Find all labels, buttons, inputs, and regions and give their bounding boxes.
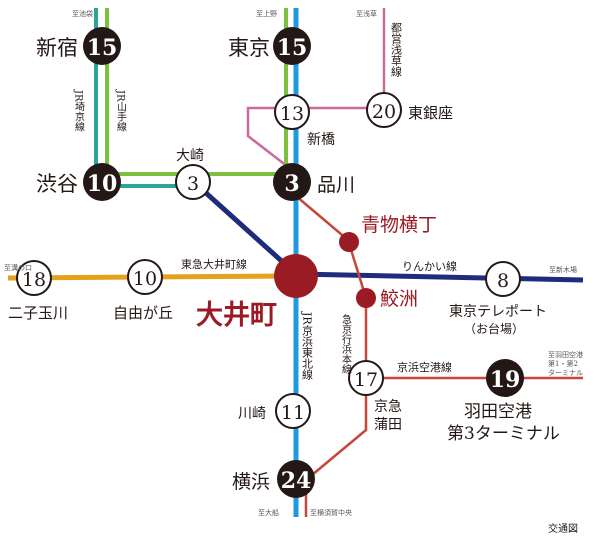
- label-keihin-tohoku: JR京浜東北線: [301, 311, 314, 380]
- label-shimbashi: 新橋: [307, 132, 335, 148]
- label-aomono-yokocho: 青物横丁: [361, 214, 437, 236]
- station-marker-tokyo[interactable]: [273, 27, 311, 65]
- station-marker-osaki[interactable]: [175, 164, 211, 200]
- minutes-shimbashi: 13: [280, 103, 304, 125]
- label-samezu: 鮫洲: [380, 288, 418, 310]
- label-rinkai-line: りんかい線: [402, 259, 457, 273]
- label-tokyo: 東京: [228, 36, 270, 60]
- station-marker-samezu[interactable]: [356, 288, 376, 308]
- label-haneda-2: 第3ターミナル: [447, 424, 560, 444]
- station-marker-futako-tamagawa[interactable]: [16, 260, 52, 296]
- label-yokohama: 横浜: [232, 471, 270, 493]
- station-marker-tokyo-teleport[interactable]: [485, 261, 521, 297]
- label-tokyo-teleport: 東京テレポート: [449, 304, 547, 320]
- station-marker-oimachi[interactable]: [274, 254, 318, 298]
- label-osaki: 大崎: [176, 148, 204, 164]
- station-marker-shinjuku[interactable]: [83, 27, 121, 65]
- label-tokyo-teleport-sub: （お台場）: [464, 321, 524, 336]
- terminal-left-oimachi: 至溝の口: [4, 263, 32, 272]
- label-jr-saikyo: JR埼京線: [73, 89, 85, 132]
- terminal-right-haneda-2: 第1・第2: [548, 359, 578, 368]
- minutes-kawasaki: 11: [281, 402, 305, 424]
- svg-text:JR埼京線: JR埼京線: [73, 89, 85, 132]
- terminal-bottom-jr: 至大船: [258, 508, 279, 517]
- station-marker-higashi-ginza[interactable]: [366, 92, 402, 128]
- label-kawasaki: 川崎: [238, 406, 266, 422]
- station-marker-keikyu-kamata[interactable]: [348, 360, 384, 396]
- minutes-higashi-ginza: 20: [372, 101, 396, 123]
- minutes-keikyu-kamata: 17: [354, 369, 378, 391]
- station-marker-aomono-yokocho[interactable]: [339, 232, 359, 252]
- minutes-osaki: 3: [187, 173, 199, 195]
- asakusa-line-west: [246, 106, 293, 171]
- svg-text:都営浅草線: 都営浅草線: [390, 22, 403, 77]
- svg-text:JR京浜東北線: JR京浜東北線: [301, 311, 314, 380]
- minutes-haneda: 19: [490, 367, 521, 393]
- label-keikyu-kamata-1: 京急: [374, 399, 402, 415]
- station-marker-yokohama[interactable]: [277, 460, 315, 498]
- label-oimachi: 大井町: [196, 300, 277, 331]
- terminal-top-shinjuku: 至池袋: [72, 9, 93, 18]
- terminal-right-rinkai: 至新木場: [549, 265, 577, 274]
- minutes-jiyugaoka: 10: [133, 268, 157, 290]
- minutes-shibuya: 10: [87, 171, 118, 197]
- svg-text:急京行浜本線: 急京行浜本線: [340, 313, 352, 374]
- station-marker-jiyugaoka[interactable]: [127, 259, 163, 295]
- terminal-bottom-keikyu: 至横須賀中央: [310, 508, 352, 517]
- terminal-right-haneda-3: ターミナル: [548, 368, 583, 377]
- station-marker-haneda[interactable]: [486, 359, 524, 397]
- label-shinagawa: 品川: [317, 174, 355, 196]
- label-haneda-1: 羽田空港: [464, 402, 532, 422]
- station-marker-kawasaki[interactable]: [275, 393, 311, 429]
- terminal-top-asakusa: 至浅草: [356, 9, 377, 18]
- label-shibuya: 渋谷: [36, 172, 78, 196]
- station-marker-shibuya[interactable]: [83, 163, 121, 201]
- minutes-futako-tamagawa: 18: [22, 269, 46, 291]
- caption: 交通図: [548, 522, 578, 535]
- label-futako-tamagawa: 二子玉川: [8, 304, 68, 322]
- minutes-tokyo-teleport: 8: [497, 270, 509, 292]
- label-keikyu-main: 急京行浜本線: [340, 313, 352, 374]
- label-shinjuku: 新宿: [36, 36, 78, 60]
- svg-text:JR山手線: JR山手線: [115, 89, 127, 132]
- station-marker-shimbashi[interactable]: [274, 94, 310, 130]
- label-keikyu-kamata-2: 蒲田: [374, 417, 402, 433]
- terminal-top-tokyo: 至上野: [256, 9, 277, 18]
- label-jiyugaoka: 自由が丘: [113, 304, 173, 322]
- minutes-shinjuku: 15: [87, 35, 118, 61]
- label-oimachi-line: 東急大井町線: [181, 257, 247, 271]
- station-marker-shinagawa[interactable]: [273, 163, 311, 201]
- terminal-right-haneda-1: 至羽田空港: [548, 350, 583, 359]
- label-jr-yamanote: JR山手線: [115, 89, 127, 132]
- label-higashi-ginza: 東銀座: [408, 104, 453, 122]
- minutes-tokyo: 15: [277, 35, 308, 61]
- minutes-shinagawa: 3: [284, 171, 299, 197]
- label-keikyu-airport: 京浜空港線: [397, 360, 452, 374]
- label-asakusa-line: 都営浅草線: [390, 22, 403, 77]
- minutes-yokohama: 24: [281, 468, 312, 494]
